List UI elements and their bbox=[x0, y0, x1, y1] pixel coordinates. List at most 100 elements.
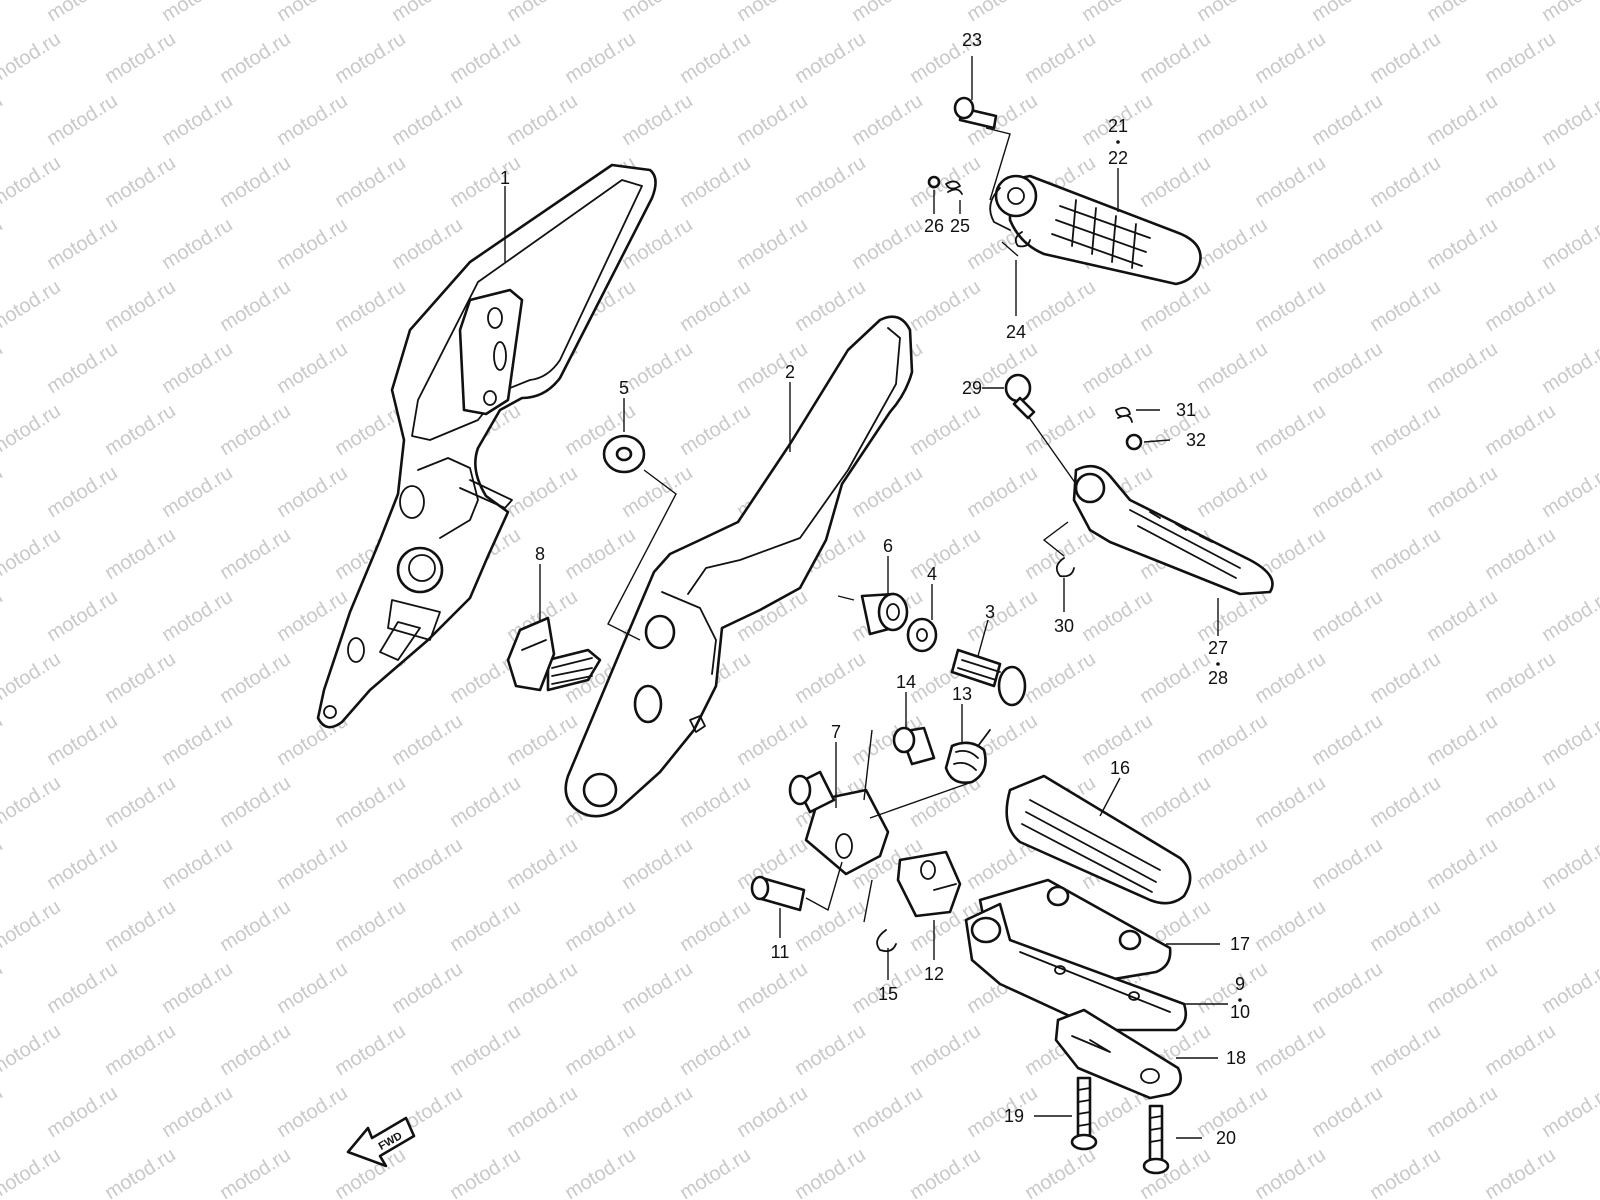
watermark-text: motod.ru bbox=[216, 276, 295, 336]
watermark-text: motod.ru bbox=[216, 524, 295, 584]
watermark-text: motod.ru bbox=[446, 152, 525, 212]
watermark-text: motod.ru bbox=[43, 834, 122, 894]
watermark-text: motod.ru bbox=[1423, 1082, 1502, 1142]
watermark-text: motod.ru bbox=[1366, 1144, 1445, 1200]
watermark-text: motod.ru bbox=[1596, 648, 1600, 708]
watermark-text: motod.ru bbox=[1538, 586, 1600, 646]
watermark-text: motod.ru bbox=[618, 834, 697, 894]
watermark-text: motod.ru bbox=[676, 276, 755, 336]
watermark-text: motod.ru bbox=[388, 214, 467, 274]
watermark-text: motod.ru bbox=[503, 1082, 582, 1142]
watermark-text: motod.ru bbox=[1366, 276, 1445, 336]
watermark-text: motod.ru bbox=[1423, 90, 1502, 150]
part-23-bolt bbox=[953, 96, 998, 130]
watermark-text: motod.ru bbox=[216, 896, 295, 956]
watermark-text: motod.ru bbox=[791, 896, 870, 956]
part-27-28-footrest bbox=[1072, 464, 1274, 596]
watermark-text: motod.ru bbox=[1538, 834, 1600, 894]
watermark-text: motod.ru bbox=[1366, 400, 1445, 460]
watermark-text: motod.ru bbox=[1021, 276, 1100, 336]
watermark-text: motod.ru bbox=[733, 90, 812, 150]
watermark-text: motod.ru bbox=[791, 28, 870, 88]
watermark-text: motod.ru bbox=[1251, 276, 1330, 336]
part-3-bolt bbox=[950, 648, 1027, 707]
watermark-text: motod.ru bbox=[158, 462, 237, 522]
watermark-text: motod.ru bbox=[0, 152, 65, 212]
part-29-pin bbox=[1004, 373, 1036, 420]
watermark-text: motod.ru bbox=[158, 338, 237, 398]
part-5-washer bbox=[602, 434, 646, 474]
watermark-text: motod.ru bbox=[1078, 338, 1157, 398]
watermark-text: motod.ru bbox=[101, 152, 180, 212]
watermark-text: motod.ru bbox=[791, 648, 870, 708]
callout-24: 24 bbox=[1006, 322, 1026, 342]
watermark-text: motod.ru bbox=[1423, 958, 1502, 1018]
watermark-text: motod.ru bbox=[906, 1020, 985, 1080]
part-11-pin bbox=[750, 875, 806, 912]
watermark-text: motod.ru bbox=[273, 90, 352, 150]
watermark-text: motod.ru bbox=[791, 276, 870, 336]
watermark-text: motod.ru bbox=[848, 0, 927, 26]
watermark-text: motod.ru bbox=[1538, 710, 1600, 770]
watermark-text: motod.ru bbox=[101, 648, 180, 708]
watermark-text: motod.ru bbox=[216, 28, 295, 88]
watermark-text: motod.ru bbox=[1251, 896, 1330, 956]
watermark-text: motod.ru bbox=[1538, 0, 1600, 26]
watermark-text: motod.ru bbox=[676, 896, 755, 956]
watermark-text: motod.ru bbox=[158, 586, 237, 646]
watermark-text: motod.ru bbox=[1021, 648, 1100, 708]
watermark-text: motod.ru bbox=[676, 1144, 755, 1200]
watermark-text: motod.ru bbox=[503, 462, 582, 522]
watermark-text: motod.ru bbox=[101, 524, 180, 584]
callout-20: 20 bbox=[1216, 1128, 1236, 1148]
watermark-text: motod.ru bbox=[0, 1144, 65, 1200]
watermark-text: motod.ru bbox=[963, 462, 1042, 522]
watermark-text: motod.ru bbox=[1078, 586, 1157, 646]
callout-30: 30 bbox=[1054, 616, 1074, 636]
watermark-text: motod.ru bbox=[158, 0, 237, 26]
watermark-text: motod.ru bbox=[733, 0, 812, 26]
part-26-ball bbox=[927, 175, 941, 189]
callout-17: 17 bbox=[1230, 934, 1250, 954]
part-1-bracket bbox=[316, 163, 657, 729]
watermark-text: motod.ru bbox=[1136, 28, 1215, 88]
watermark-text: motod.ru bbox=[101, 400, 180, 460]
watermark-text: motod.ru bbox=[1308, 958, 1387, 1018]
watermark-text: motod.ru bbox=[791, 152, 870, 212]
watermark-text: motod.ru bbox=[158, 834, 237, 894]
watermark-text: motod.ru bbox=[906, 276, 985, 336]
watermark-text: motod.ru bbox=[1308, 1082, 1387, 1142]
watermark-text: motod.ru bbox=[906, 400, 985, 460]
watermark-text: motod.ru bbox=[273, 834, 352, 894]
watermark-text: motod.ru bbox=[216, 772, 295, 832]
watermark-text: motod.ru bbox=[1193, 0, 1272, 26]
watermark-text: motod.ru bbox=[561, 896, 640, 956]
watermark-text: motod.ru bbox=[101, 1144, 180, 1200]
watermark-text: motod.ru bbox=[1481, 152, 1560, 212]
watermark-text: motod.ru bbox=[1596, 400, 1600, 460]
watermark-text: motod.ru bbox=[1423, 586, 1502, 646]
watermark-text: motod.ru bbox=[273, 1082, 352, 1142]
watermark-text: motod.ru bbox=[43, 1082, 122, 1142]
watermark-text: motod.ru bbox=[503, 834, 582, 894]
assembly-lines bbox=[607, 127, 1077, 923]
part-15-clip bbox=[876, 929, 897, 953]
callout-23: 23 bbox=[962, 30, 982, 50]
watermark-text: motod.ru bbox=[0, 462, 7, 522]
watermark-text: motod.ru bbox=[43, 214, 122, 274]
watermark-text: motod.ru bbox=[1251, 1020, 1330, 1080]
watermark-text: motod.ru bbox=[1021, 28, 1100, 88]
part-13-spring bbox=[944, 729, 991, 784]
watermark-text: motod.ru bbox=[1596, 772, 1600, 832]
watermark-text: motod.ru bbox=[733, 1082, 812, 1142]
callout-15: 15 bbox=[878, 984, 898, 1004]
watermark-text: motod.ru bbox=[503, 958, 582, 1018]
watermark-text: motod.ru bbox=[1136, 648, 1215, 708]
watermark-text: motod.ru bbox=[1136, 152, 1215, 212]
watermark-text: motod.ru bbox=[388, 834, 467, 894]
watermark-text: motod.ru bbox=[1538, 462, 1600, 522]
watermark-text: motod.ru bbox=[101, 28, 180, 88]
watermark-text: motod.ru bbox=[388, 0, 467, 26]
watermark-text: motod.ru bbox=[158, 90, 237, 150]
watermark-text: motod.ru bbox=[101, 276, 180, 336]
